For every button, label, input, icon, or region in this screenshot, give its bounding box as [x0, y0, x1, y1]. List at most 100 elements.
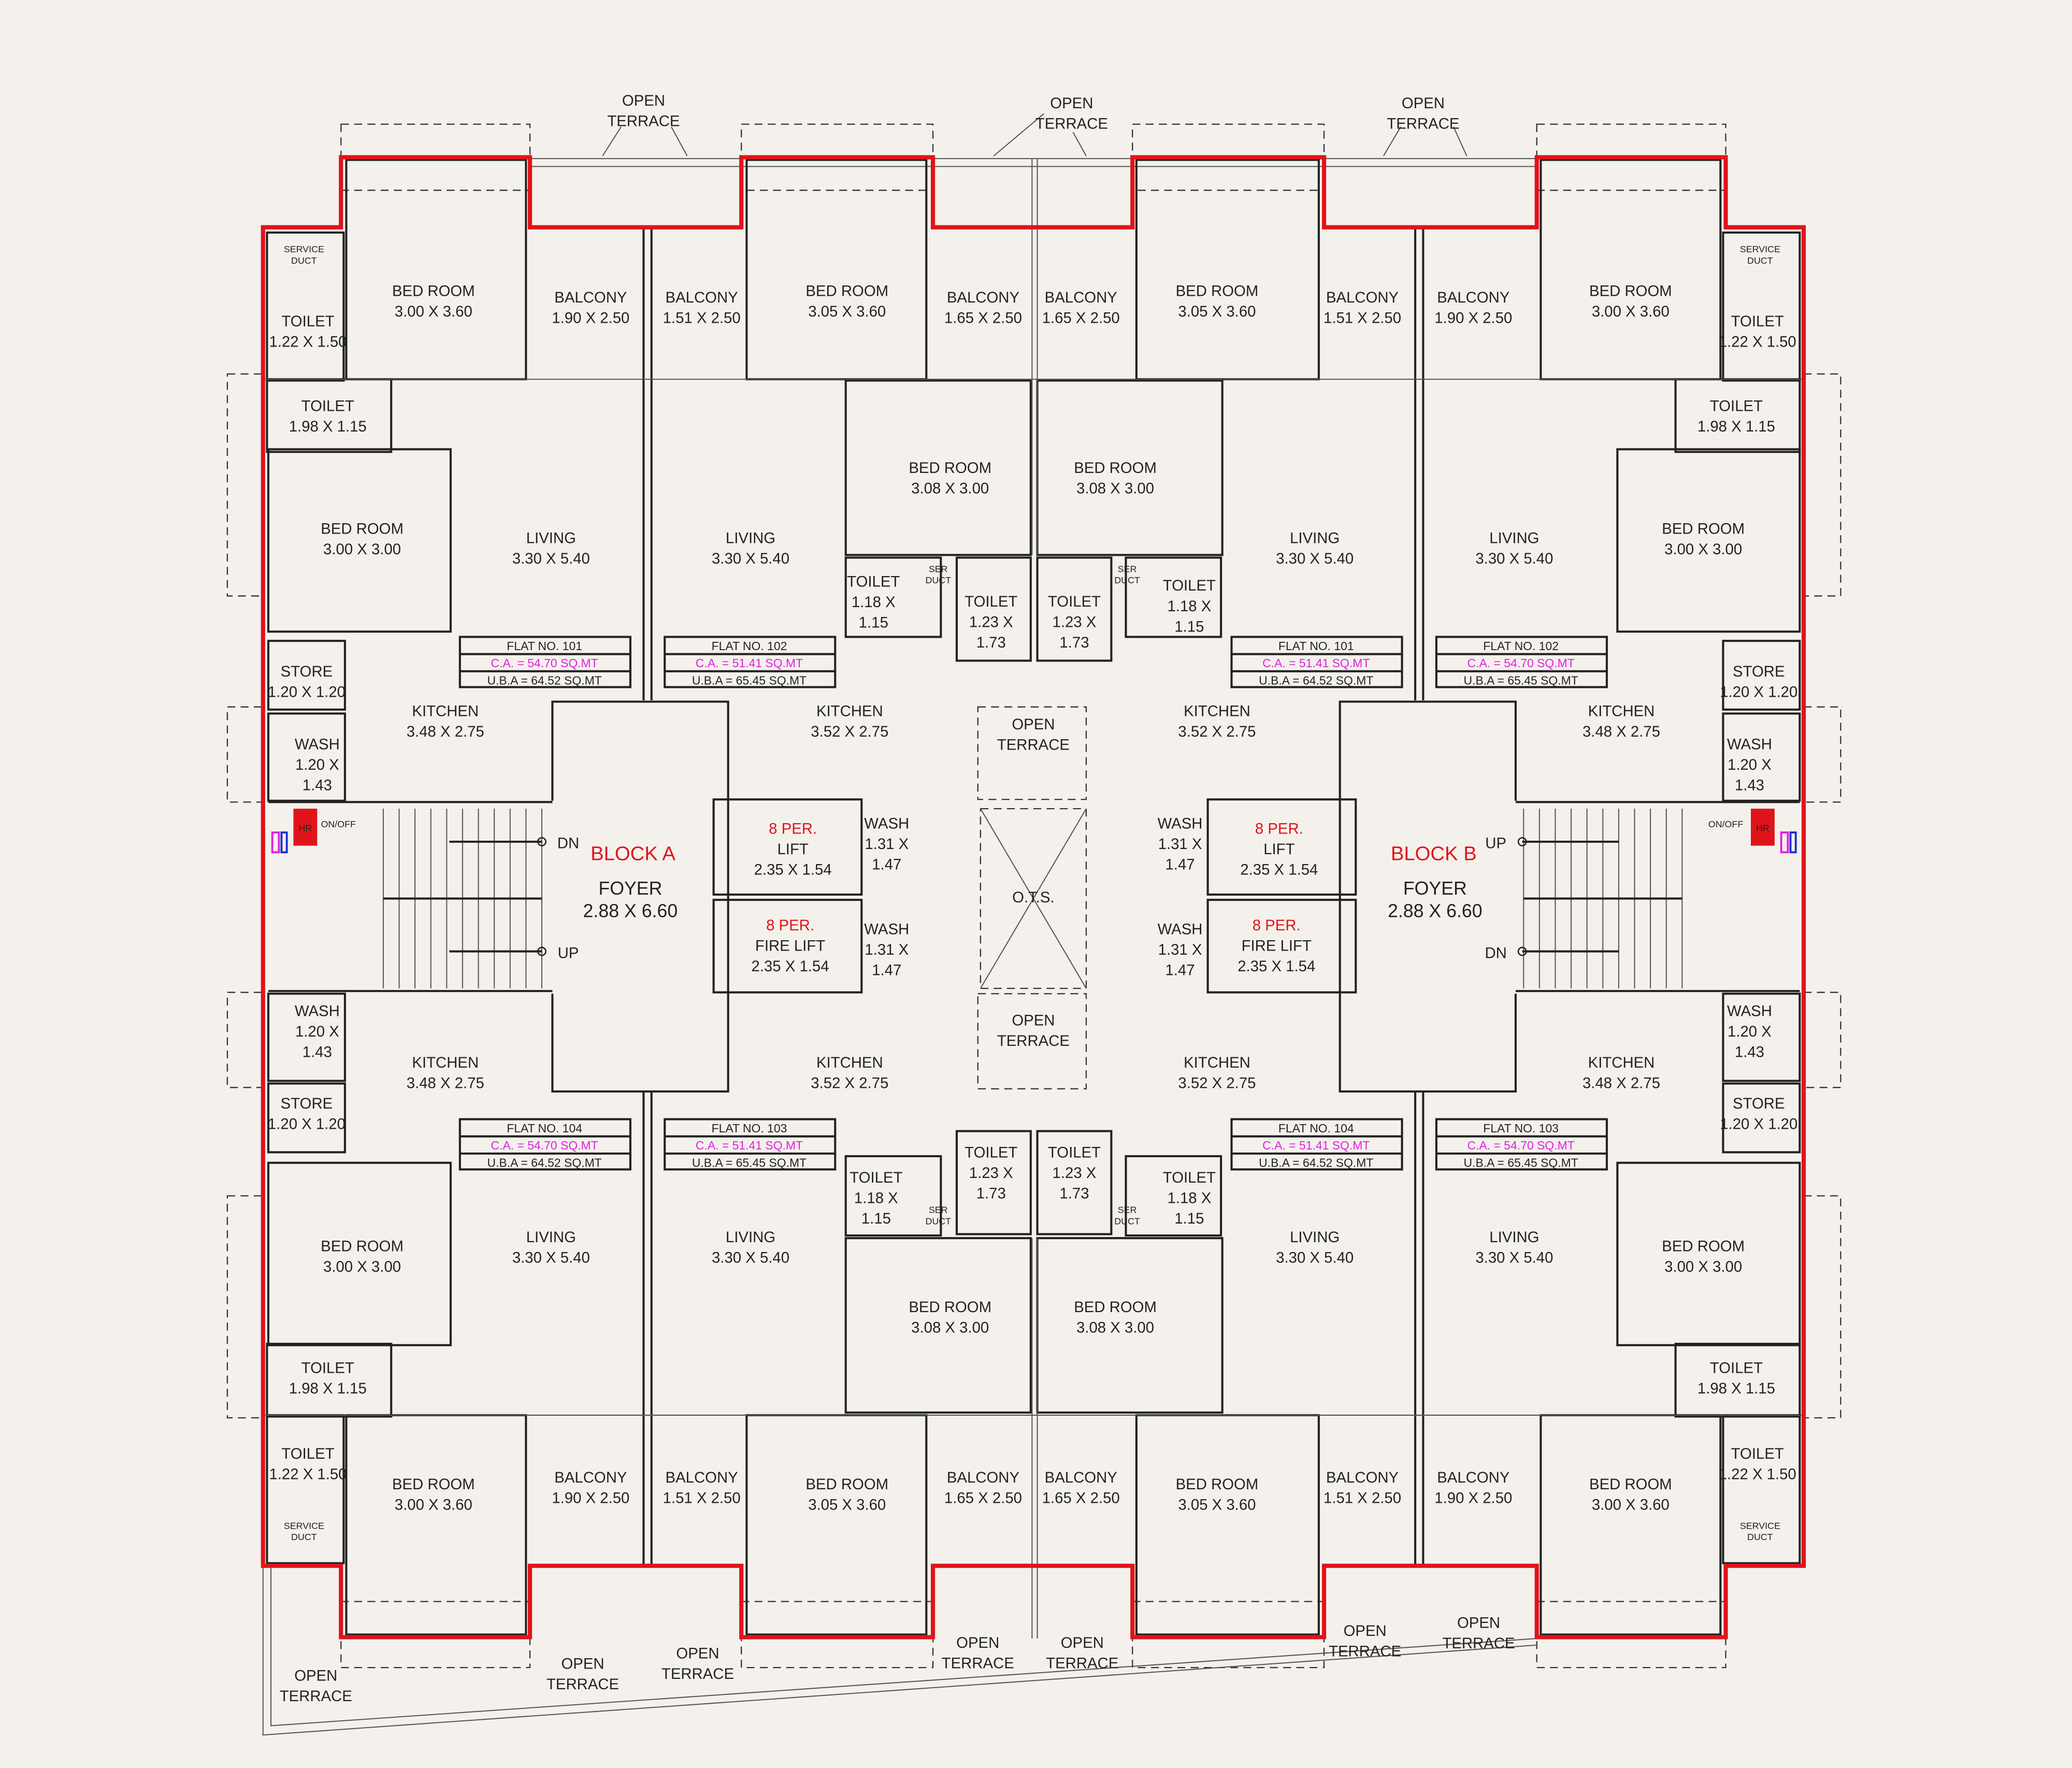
duct-text: SER [929, 564, 948, 574]
built-up-area: U.B.A = 64.52 SQ.MT [1259, 673, 1373, 687]
duct-text: SERVICE [1740, 244, 1780, 254]
room-name: BALCONY [554, 289, 627, 306]
room-name: TOILET [301, 1359, 354, 1376]
room-name: BED ROOM [392, 1476, 475, 1493]
room-size: 1.51 X 2.50 [1323, 1490, 1401, 1507]
room-size: 1.73 [976, 634, 1006, 651]
room-name: BALCONY [1045, 1469, 1117, 1486]
room-name: BED ROOM [1662, 521, 1745, 538]
room-size: TERRACE [942, 1655, 1014, 1672]
fire-equipment-block-b: HR ON/OFF [1708, 809, 1797, 854]
room-name: TOILET [850, 1169, 902, 1186]
room-size: 3.08 X 3.00 [911, 480, 989, 497]
room-size: 1.20 X 1.20 [268, 1116, 346, 1133]
room-size: 1.47 [872, 856, 901, 873]
carpet-area: C.A. = 54.70 SQ.MT [491, 1139, 598, 1152]
room-size: 1.31 X [865, 941, 909, 958]
built-up-area: U.B.A = 65.45 SQ.MT [1464, 673, 1578, 687]
fire-equipment-block-a: HR ON/OFF [271, 809, 356, 854]
room-size: 3.05 X 3.60 [808, 303, 886, 320]
block-a-labels: BLOCK A FOYER 2.88 X 6.60 DN UP [557, 835, 678, 962]
duct-text: SER [1118, 564, 1137, 574]
duct-text: DUCT [1114, 1216, 1140, 1226]
room-size: 3.00 X 3.60 [395, 1496, 472, 1513]
room-size: TERRACE [997, 737, 1070, 754]
built-up-area: U.B.A = 65.45 SQ.MT [692, 673, 807, 687]
block-b-labels: BLOCK B FOYER 2.88 X 6.60 UP DN [1388, 835, 1507, 962]
duct-text: SERVICE [1740, 1520, 1780, 1531]
room-name: OPEN [676, 1645, 719, 1662]
room-name: KITCHEN [816, 703, 883, 720]
foyer-label: FOYER [1403, 878, 1467, 899]
room-name: WASH [1727, 736, 1772, 753]
room-name: OPEN [1050, 95, 1093, 112]
room-name: BED ROOM [321, 1238, 404, 1255]
room-name: KITCHEN [412, 703, 479, 720]
flat-number: FLAT NO. 103 [1483, 1122, 1559, 1135]
walls [264, 159, 1804, 1639]
room-size: LIFT [1263, 841, 1294, 858]
room-name: LIVING [526, 529, 576, 547]
room-size: 1.15 [861, 1210, 891, 1227]
stair-direction-dn: DN [557, 835, 579, 852]
switch-label: ON/OFF [1708, 819, 1744, 829]
duct-text: DUCT [925, 575, 951, 585]
duct-text: DUCT [1747, 255, 1773, 266]
room-name: WASH [295, 736, 340, 753]
room-size: 1.51 X 2.50 [663, 1490, 741, 1507]
room-name: OPEN [294, 1668, 337, 1685]
room-name: STORE [1733, 1095, 1785, 1112]
room-label: O.T.S. [1012, 889, 1054, 906]
room-name: WASH [1158, 921, 1203, 938]
carpet-area: C.A. = 51.41 SQ.MT [1262, 656, 1370, 670]
stair-direction-dn: DN [1485, 944, 1506, 961]
room-name: BALCONY [947, 289, 1019, 306]
room-name: BALCONY [1437, 1469, 1509, 1486]
room-name: BED ROOM [909, 1299, 991, 1316]
room-name: BALCONY [1045, 289, 1117, 306]
room-size: 3.30 X 5.40 [1475, 550, 1553, 567]
room-size: 3.00 X 3.60 [1592, 1496, 1670, 1513]
room-size: 1.90 X 2.50 [1434, 310, 1512, 327]
block-a-title: BLOCK A [591, 843, 675, 865]
carpet-area: C.A. = 54.70 SQ.MT [491, 656, 598, 670]
duct-text: DUCT [1747, 1532, 1773, 1542]
room-size: 1.73 [1059, 634, 1089, 651]
duct-text: DUCT [925, 1216, 951, 1226]
room-size: 1.65 X 2.50 [1042, 1490, 1120, 1507]
flat-number: FLAT NO. 104 [507, 1122, 582, 1135]
room-size: 1.18 X [1167, 598, 1211, 615]
room-size: 1.22 X 1.50 [1719, 1466, 1796, 1483]
room-size: 2.35 X 1.54 [1238, 958, 1315, 975]
room-size: 3.30 X 5.40 [712, 1249, 789, 1266]
room-name: LIVING [726, 529, 775, 547]
